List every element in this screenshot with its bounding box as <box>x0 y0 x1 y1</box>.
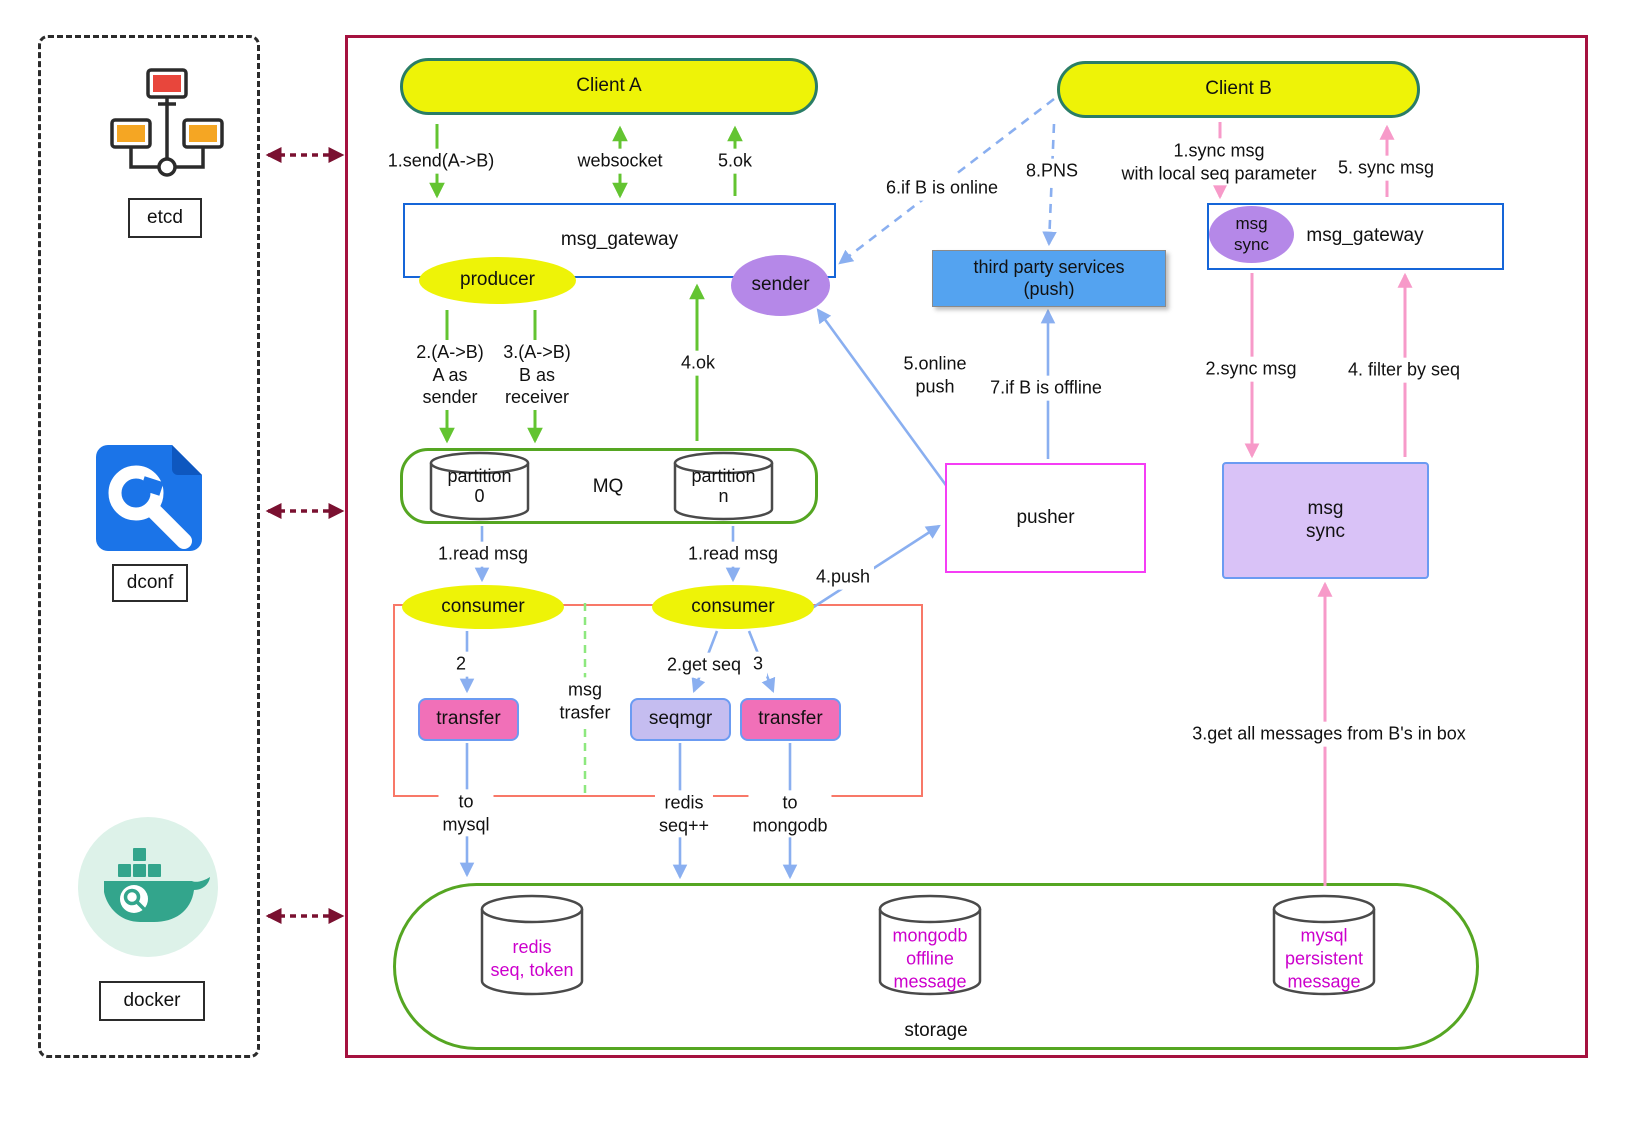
label-if-online: 6.if B is online <box>881 175 1003 201</box>
msg-sync-box-node: msg sync <box>1222 462 1429 579</box>
client-a-node: Client A <box>400 58 818 115</box>
label-pns: 8.PNS <box>1021 158 1083 184</box>
main-frame <box>345 35 1588 1058</box>
third-party-services-node: third party services (push) <box>932 250 1166 307</box>
docker-icon <box>78 817 218 957</box>
label-send: 1.send(A->B) <box>383 148 499 174</box>
label-push4: 4.push <box>811 564 875 590</box>
label-to-mysql: to mysql <box>438 789 494 837</box>
mysql-db-cylinder: mysql persistent message <box>1271 893 1377 1000</box>
redis-db-cylinder: redis seq, token <box>479 893 585 1000</box>
etcd-tag: etcd <box>128 198 202 238</box>
label-sync-msg-5: 5. sync msg <box>1333 155 1439 181</box>
consumer-left-node: consumer <box>402 585 564 629</box>
partition-n-cylinder: partition n <box>672 451 775 522</box>
label-msg-trasfer: msg trasfer <box>555 677 615 725</box>
left-panel-frame <box>38 35 260 1058</box>
label-online-push: 5.online push <box>899 351 971 399</box>
label-get-all: 3.get all messages from B's in box <box>1188 721 1470 747</box>
label-step3: 3 <box>748 651 768 677</box>
client-b-node: Client B <box>1057 61 1420 118</box>
msg-gateway-right-label: msg_gateway <box>1306 225 1424 247</box>
transfer-right-node: transfer <box>740 698 841 741</box>
partition-0-label: partition 0 <box>447 466 512 506</box>
label-ok5: 5.ok <box>713 148 757 174</box>
redis-db-label: redis seq, token <box>490 936 574 980</box>
pusher-node: pusher <box>945 463 1146 573</box>
storage-label: storage <box>904 1020 968 1042</box>
label-sync-msg-2: 2.sync msg <box>1201 356 1301 382</box>
mongodb-db-label: mongodb offline message <box>892 925 968 992</box>
label-b-as-receiver: 3.(A->B) B as receiver <box>499 339 575 411</box>
producer-node: producer <box>419 257 576 304</box>
partition-n-label: partition n <box>691 466 756 506</box>
dconf-label: dconf <box>126 572 174 593</box>
label-read-msg-left: 1.read msg <box>433 541 533 567</box>
label-get-seq: 2.get seq <box>662 652 746 678</box>
dconf-icon <box>96 445 202 551</box>
sender-node: sender <box>731 255 830 316</box>
label-to-mongodb: to mongodb <box>748 790 832 838</box>
label-sync-msg-1: 1.sync msg with local seq parameter <box>1117 138 1321 186</box>
label-websocket: websocket <box>573 148 667 174</box>
docker-tag: docker <box>99 981 205 1021</box>
seqmgr-node: seqmgr <box>630 698 731 741</box>
mq-label: MQ <box>592 476 624 498</box>
etcd-label: etcd <box>147 207 183 228</box>
etcd-icon <box>110 68 224 177</box>
label-ok4: 4.ok <box>676 350 720 376</box>
label-step2: 2 <box>451 651 471 677</box>
transfer-left-node: transfer <box>418 698 519 741</box>
label-redis-seq: redis seq++ <box>654 790 714 838</box>
dconf-tag: dconf <box>112 564 188 602</box>
docker-label: docker <box>123 990 181 1011</box>
label-filter-by-seq: 4. filter by seq <box>1343 357 1465 383</box>
label-read-msg-right: 1.read msg <box>683 541 783 567</box>
msg-sync-ellipse: msg sync <box>1209 206 1294 263</box>
label-if-offline: 7.if B is offline <box>986 375 1106 401</box>
mongodb-db-cylinder: mongodb offline message <box>877 893 983 1000</box>
partition-0-cylinder: partition 0 <box>428 451 531 522</box>
consumer-right-node: consumer <box>652 585 814 629</box>
mysql-db-label: mysql persistent message <box>1284 925 1364 992</box>
label-a-as-sender: 2.(A->B) A as sender <box>412 339 488 411</box>
